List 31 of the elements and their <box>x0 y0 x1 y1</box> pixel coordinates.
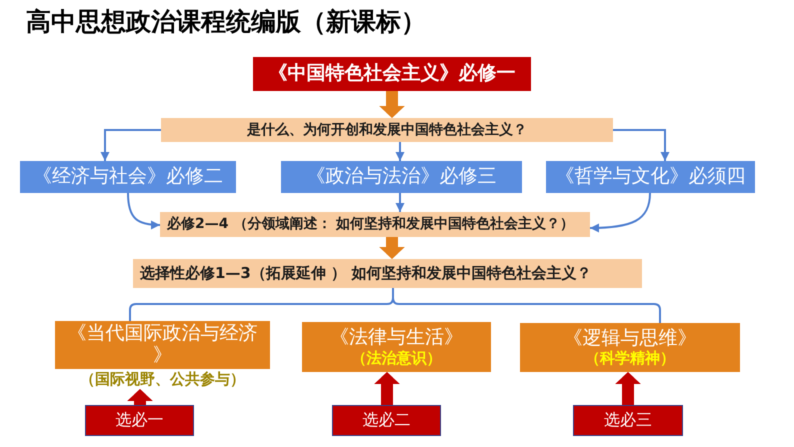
course-box: 《政治与法治》必修三 <box>281 161 522 193</box>
course-title: 《逻辑与思维》 <box>564 328 696 350</box>
course-subtitle: （科学精神） <box>585 349 675 368</box>
arrow <box>590 192 651 232</box>
course-box: 《经济与社会》必修二 <box>20 161 236 193</box>
course-title: 《当代国际政治与经济》 <box>66 323 258 367</box>
elective-box: 选必三 <box>573 405 683 436</box>
course-box: 《哲学与文化》必须四 <box>546 161 755 193</box>
course-box: 《中国特色社会主义》必修一 <box>253 57 531 91</box>
arrow <box>127 192 160 230</box>
course-subtitle: （国际视野、公共参与） <box>79 370 246 388</box>
arrow <box>613 129 670 161</box>
arrow <box>100 129 161 161</box>
elective-box: 选必一 <box>85 405 194 436</box>
connector-line <box>392 288 661 323</box>
elective-box: 选必二 <box>332 405 441 436</box>
course-box <box>302 322 491 372</box>
block-arrow <box>615 372 641 405</box>
course-box <box>520 323 740 372</box>
course-title: 《法律与生活》 <box>330 327 463 349</box>
title: 高中思想政治课程统编版（新课标） <box>26 6 426 38</box>
question-band: 必修2—4 （分领域阐述： 如何坚持和发展中国特色社会主义？） <box>160 212 590 237</box>
block-arrow <box>379 237 405 259</box>
block-arrow <box>379 91 405 118</box>
course-subtitle: （法治意识） <box>352 348 442 367</box>
question-band: 是什么、为何开创和发展中国特色社会主义？ <box>161 118 613 142</box>
question-band: 选择性必修1—3（拓展延伸 ） 如何坚持和发展中国特色社会主义？ <box>133 259 642 288</box>
block-arrow <box>127 389 153 405</box>
block-arrow <box>374 372 400 405</box>
arrow <box>396 142 404 161</box>
arrow <box>396 193 404 212</box>
